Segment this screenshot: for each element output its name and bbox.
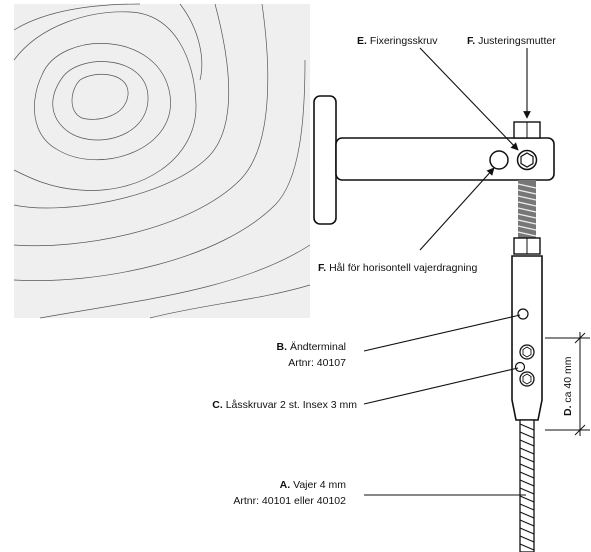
leader-lines <box>363 47 531 496</box>
label-e: E. Fixeringsskruv <box>357 35 438 47</box>
wire-cable <box>519 419 535 552</box>
label-a: A. Vajer 4 mm <box>280 479 347 491</box>
horizontal-hole <box>489 150 509 170</box>
label-f-hole: F. Hål för horisontell vajerdragning <box>318 262 478 274</box>
label-b-artnr: Artnr: 40107 <box>288 357 346 369</box>
label-f-top: F. Justeringsmutter <box>467 35 556 47</box>
label-b: B. Ändterminal <box>277 341 346 353</box>
wood-wall <box>13 3 311 319</box>
adjusting-nut <box>513 121 541 139</box>
label-a-artnr: Artnr: 40101 eller 40102 <box>233 495 346 507</box>
dimension-d <box>545 332 590 436</box>
label-c: C. Låsskruvar 2 st. Insex 3 mm <box>212 399 357 411</box>
lower-nut <box>513 237 541 255</box>
mounting-plate <box>313 95 337 225</box>
end-terminal <box>511 255 543 421</box>
fixing-screw <box>516 149 538 171</box>
threaded-rod <box>517 180 537 238</box>
label-d: D. ca 40 mm <box>562 356 574 416</box>
